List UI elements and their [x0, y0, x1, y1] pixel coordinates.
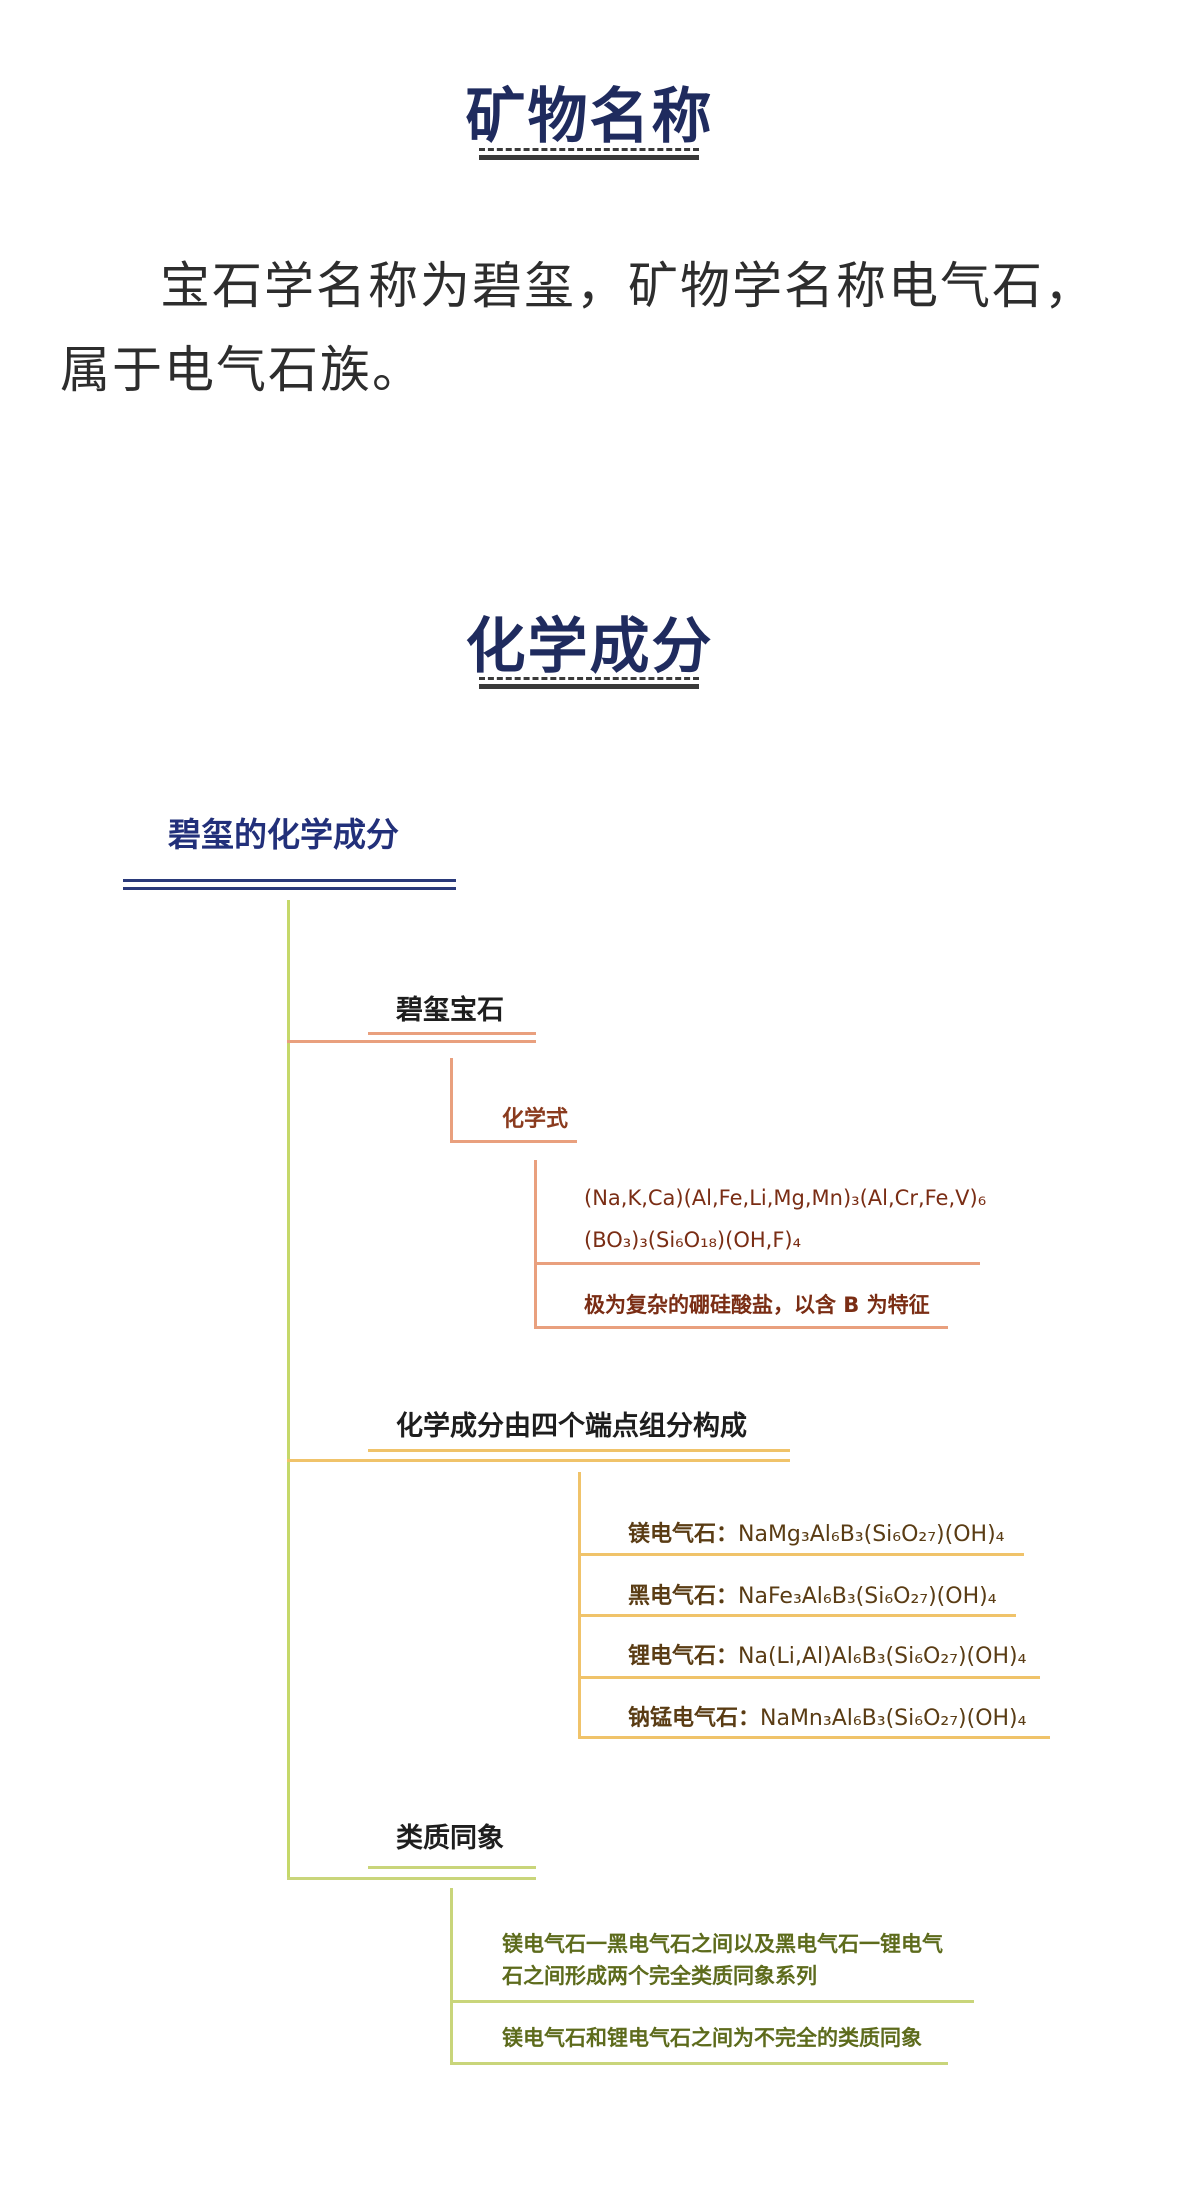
end-member-item: 黑电气石：NaFe₃Al₆B₃(Si₆O₂₇)(OH)₄ — [628, 1584, 997, 1609]
isomorphism-line: 镁电气石一黑电气石之间以及黑电气石一锂电气 — [502, 1932, 943, 1956]
section-title-mineral-name: 矿物名称 — [465, 82, 714, 152]
leaf-connector — [450, 1888, 453, 2064]
branch-label-end-members: 化学成分由四个端点组分构成 — [396, 1411, 747, 1442]
leaf-underline — [534, 1326, 948, 1329]
leaf-underline — [534, 1262, 980, 1265]
leaf-underline — [578, 1553, 1024, 1556]
formula-line: (BO₃)₃(Si₆O₁₈)(OH,F)₄ — [584, 1228, 802, 1252]
formula-line: (Na,K,Ca)(Al,Fe,Li,Mg,Mn)₃(Al,Cr,Fe,V)₆ — [584, 1186, 987, 1210]
branch-connector — [287, 1459, 790, 1462]
mindmap-title-underline — [123, 879, 456, 882]
leaf-connector — [578, 1472, 581, 1738]
section-title-composition: 化学成分 — [465, 612, 714, 682]
leaf-underline — [578, 1614, 1016, 1617]
end-member-item: 镁电气石：NaMg₃Al₆B₃(Si₆O₂₇)(OH)₄ — [628, 1522, 1005, 1547]
isomorphism-item: 镁电气石一黑电气石之间以及黑电气石一锂电气 石之间形成两个完全类质同象系列 — [502, 1928, 943, 1992]
paragraph-line: 属于电气石族。 — [60, 341, 424, 399]
branch-underline — [368, 1866, 536, 1869]
leaf-underline — [450, 2062, 948, 2065]
branch-connector — [287, 1040, 536, 1043]
branch-underline — [368, 1032, 536, 1035]
paragraph-line: 宝石学名称为碧玺，矿物学名称电气石， — [160, 257, 1096, 315]
leaf-connector — [534, 1160, 537, 1328]
branch-label-isomorphism: 类质同象 — [396, 1823, 504, 1854]
intro-paragraph: 宝石学名称为碧玺，矿物学名称电气石， 属于电气石族。 — [60, 244, 1130, 412]
sub-branch-connector — [450, 1058, 453, 1142]
end-member-item: 锂电气石：Na(Li,Al)Al₆B₃(Si₆O₂₇)(OH)₄ — [628, 1644, 1027, 1669]
mindmap-title-underline — [123, 887, 456, 890]
end-member-item: 钠锰电气石：NaMn₃Al₆B₃(Si₆O₂₇)(OH)₄ — [628, 1706, 1027, 1731]
mindmap-title: 碧玺的化学成分 — [168, 815, 399, 854]
branch-connector — [287, 1877, 536, 1880]
branch-label-gem: 碧玺宝石 — [396, 995, 504, 1026]
branch-underline — [368, 1449, 790, 1452]
leaf-underline — [450, 2000, 974, 2003]
isomorphism-line: 石之间形成两个完全类质同象系列 — [502, 1964, 817, 1988]
leaf-underline — [578, 1676, 1040, 1679]
leaf-underline — [578, 1736, 1050, 1739]
mindmap-trunk — [287, 900, 290, 1880]
section-title-underline — [479, 148, 699, 160]
formula-note: 极为复杂的硼硅酸盐，以含 B 为特征 — [584, 1293, 930, 1317]
sub-label-formula: 化学式 — [502, 1107, 569, 1132]
sub-branch-underline — [450, 1140, 577, 1143]
section-title-underline — [479, 677, 699, 689]
isomorphism-item: 镁电气石和锂电气石之间为不完全的类质同象 — [502, 2026, 922, 2050]
